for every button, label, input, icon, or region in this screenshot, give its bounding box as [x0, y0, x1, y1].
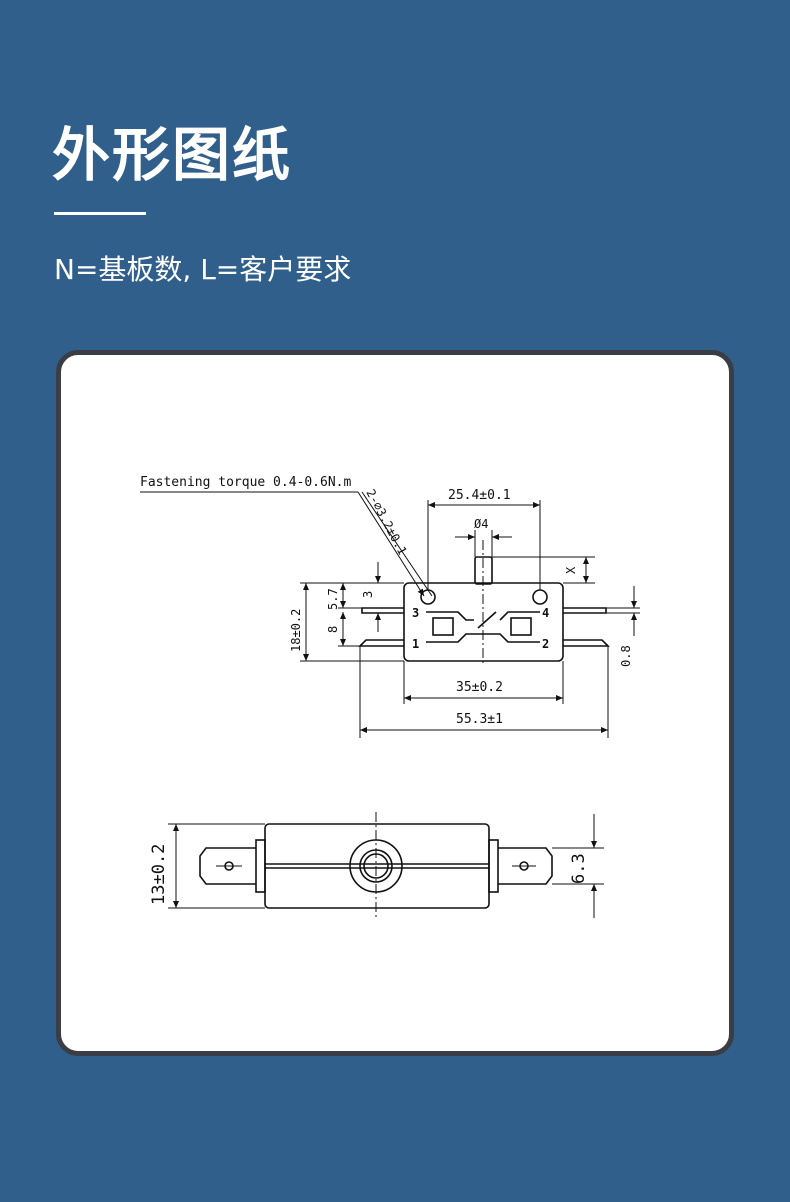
dim-3: 3 — [361, 591, 375, 598]
title-underline — [54, 212, 146, 215]
contact-left — [432, 617, 454, 636]
dim-terminal-width: 6.3 — [569, 853, 589, 884]
terminal-label-1: 1 — [412, 637, 419, 651]
torque-note: Fastening torque 0.4-0.6N.m — [140, 475, 351, 490]
dim-body-length: 35±0.2 — [456, 680, 503, 695]
dim-overall-height: 18±0.2 — [289, 609, 303, 652]
side-flange-left — [255, 839, 266, 893]
dim-total-length: 55.3±1 — [456, 712, 503, 727]
terminal-right-bottom — [563, 639, 610, 647]
dim-8: 8 — [326, 626, 340, 633]
terminal-label-3: 3 — [412, 606, 419, 620]
dim-x: X — [564, 566, 578, 574]
dim-side-height: 13±0.2 — [149, 844, 169, 905]
side-flange-right — [488, 839, 499, 893]
terminal-left-bottom — [358, 639, 404, 647]
top-view: Fastening torque 0.4-0.6N.m 2-⌀3.2±0.1 3… — [140, 475, 640, 738]
terminal-label-4: 4 — [542, 606, 549, 620]
dim-plunger-diameter: Ø4 — [474, 517, 488, 531]
drawing-card: Fastening torque 0.4-0.6N.m 2-⌀3.2±0.1 3… — [56, 350, 734, 1056]
side-body — [264, 823, 490, 909]
page-subtitle: N=基板数, L=客户要求 — [54, 253, 352, 286]
mounting-hole-right — [532, 589, 548, 605]
side-tab-right — [498, 847, 553, 885]
terminal-label-2: 2 — [542, 637, 549, 651]
side-view: 13±0.2 6.3 — [149, 812, 604, 920]
terminal-right-top — [563, 607, 607, 614]
hole-note: 2-⌀3.2±0.1 — [363, 487, 409, 557]
side-tab-left — [199, 847, 256, 885]
dim-terminal-thickness: 0.8 — [619, 645, 633, 667]
mounting-hole-left — [420, 589, 436, 605]
contact-right — [510, 617, 532, 636]
page-title: 外形图纸 — [52, 121, 293, 189]
terminal-left-top — [361, 607, 404, 614]
technical-drawing: Fastening torque 0.4-0.6N.m 2-⌀3.2±0.1 3… — [140, 475, 640, 920]
dim-5-7: 5.7 — [326, 588, 340, 610]
dim-hole-spacing: 25.4±0.1 — [448, 488, 511, 503]
